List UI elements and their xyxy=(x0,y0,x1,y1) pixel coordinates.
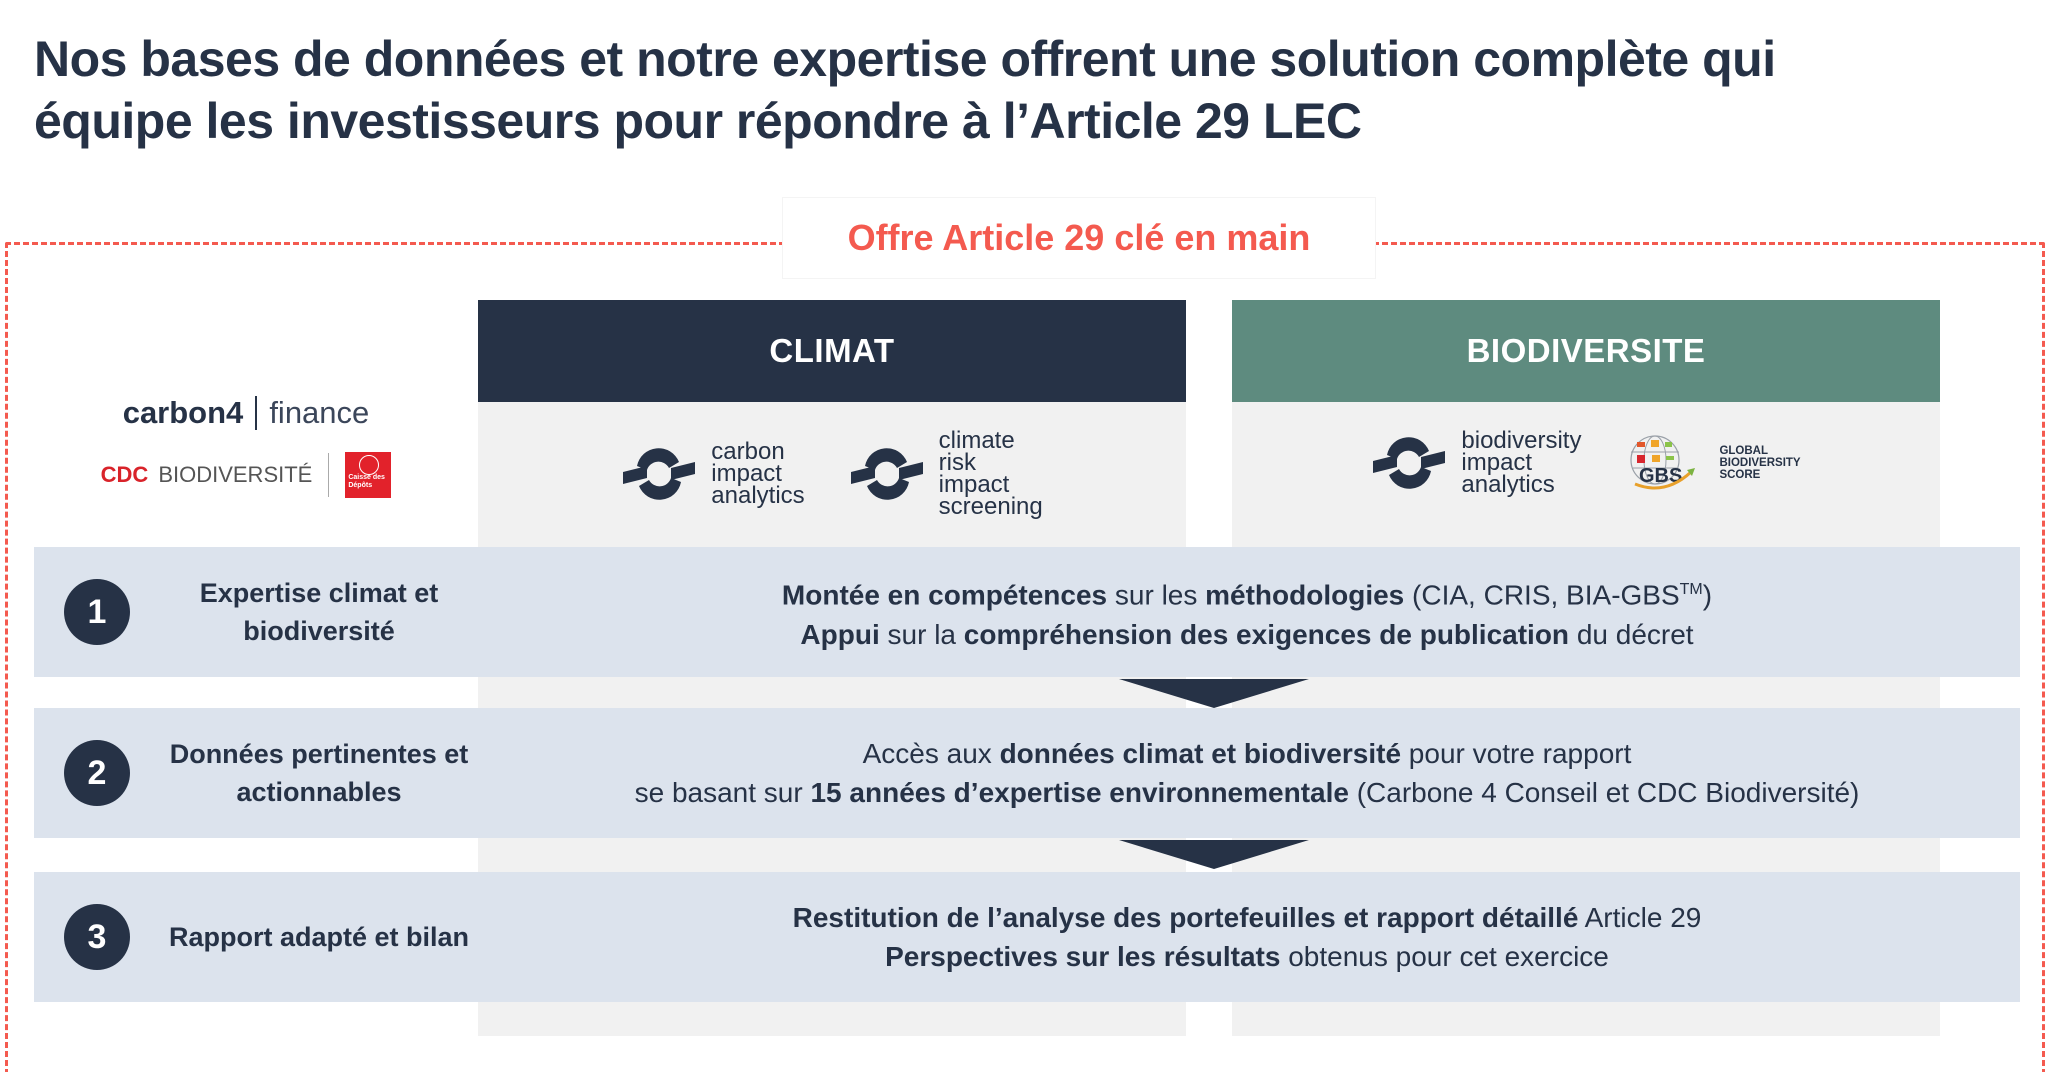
partner-logos: carbon4 finance CDC BIODIVERSITÉ Caisse … xyxy=(96,380,396,505)
svg-text:GBS: GBS xyxy=(1639,465,1682,487)
step-row-2: 2 Données pertinentes et actionnables Ac… xyxy=(34,708,2020,838)
description-line: Montée en compétences sur les méthodolog… xyxy=(781,579,1713,611)
climat-products: carbon impact analytics climate risk imp… xyxy=(478,427,1186,520)
product-name: climate risk impact screening xyxy=(938,427,1043,520)
step-label: Données pertinentes et actionnables xyxy=(169,739,469,807)
loop-icon xyxy=(850,448,923,500)
product-name: carbon impact analytics xyxy=(711,438,805,509)
step-label: Rapport adapté et bilan xyxy=(168,922,470,952)
loop-icon xyxy=(1373,437,1446,489)
column-header-biodiversite: BIODIVERSITE xyxy=(1232,300,1940,402)
description-line: Appui sur la compréhension des exigences… xyxy=(800,618,1694,650)
description-line: Restitution de l’analyse des portefeuill… xyxy=(792,902,1702,933)
carbon4-finance-logo: carbon4 finance xyxy=(122,394,370,430)
down-arrow-icon xyxy=(1119,840,1309,869)
step-description: Montée en compétences sur les méthodolog… xyxy=(474,547,2020,677)
description-line: Perspectives sur les résultats obtenus p… xyxy=(885,941,1609,972)
caisse-des-depots-badge: Caisse des Dépôts xyxy=(345,452,392,498)
title-line-1: Nos bases de données et notre expertise … xyxy=(34,31,1776,87)
product-name: biodiversity impact analytics xyxy=(1461,427,1582,498)
column-header-climat: CLIMAT xyxy=(478,300,1186,402)
cdc-biodiversite-logo: CDC BIODIVERSITÉ Caisse des Dépôts xyxy=(96,445,396,505)
step-label: Expertise climat et biodiversité xyxy=(199,578,439,646)
product-carbon-impact-analytics: carbon impact analytics xyxy=(621,438,805,509)
step-row-3: 3 Rapport adapté et bilan Restitution de… xyxy=(34,872,2020,1002)
step-number-badge: 2 xyxy=(64,740,130,806)
loop-icon xyxy=(623,448,696,500)
description-line: Accès aux données climat et biodiversité… xyxy=(862,738,1632,769)
gbs-label: GLOBAL BIODIVERSITY SCORE xyxy=(1719,445,1801,481)
product-biodiversity-impact-analytics: biodiversity impact analytics xyxy=(1371,427,1582,498)
product-climate-risk-impact-screening: climate risk impact screening xyxy=(849,427,1043,520)
description-line: se basant sur 15 années d’expertise envi… xyxy=(634,777,1860,808)
step-row-1: 1 Expertise climat et biodiversité Monté… xyxy=(34,547,2020,677)
step-number-badge: 1 xyxy=(64,579,130,645)
down-arrow-icon xyxy=(1119,679,1309,708)
biodiversite-products: biodiversity impact analytics GBS xyxy=(1232,427,1940,498)
step-description: Accès aux données climat et biodiversité… xyxy=(474,708,2020,838)
title-line-2: équipe les investisseurs pour répondre à… xyxy=(34,93,1362,149)
gbs-globe-icon: GBS xyxy=(1630,435,1696,490)
step-description: Restitution de l’analyse des portefeuill… xyxy=(474,872,2020,1002)
step-number-badge: 3 xyxy=(64,904,130,970)
offer-label: Offre Article 29 clé en main xyxy=(782,197,1376,279)
product-global-biodiversity-score: GBS GLOBAL BIODIVERSITY SCORE xyxy=(1625,432,1801,494)
page-title: Nos bases de données et notre expertise … xyxy=(34,28,2014,152)
